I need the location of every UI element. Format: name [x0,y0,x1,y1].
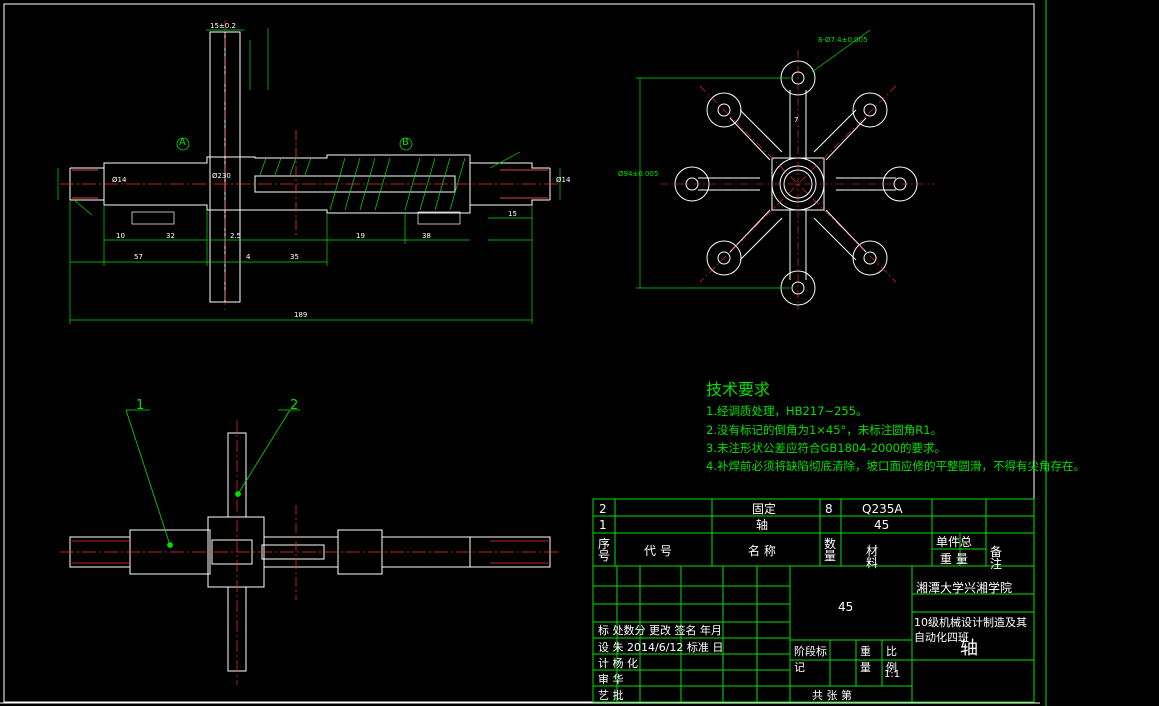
dim-pcd: Ø94±0.005 [618,170,659,178]
dim-57: 57 [134,253,143,261]
dim-15: 15 [508,210,517,218]
dim-35: 35 [290,253,299,261]
dim-38: 38 [422,232,431,240]
tb-class: 10级机械设计制造及其自动化四班 [914,616,1027,644]
dim-dia-14-right: Ø14 [556,176,571,184]
title-block [592,498,1035,703]
requirement-4: 4.补焊前必须将缺陷彻底清除，坡口面应修的平整圆滑，不得有尖角存在。 [706,459,1085,473]
tb-craft-row: 艺 批 [598,689,624,702]
tb-rev-headers: 标 处数分 更改 签名 年月 [598,624,722,637]
tb-drawing-name: 轴 [960,638,978,659]
header-weight: 重 量 [940,552,968,566]
header-remark: 备注 [990,545,1003,571]
header-seq: 序号 [598,537,611,563]
tb-material: 45 [838,600,854,614]
part1-name: 轴 [756,518,769,532]
part2-number: 2 [599,502,607,516]
dim-dia-230: Ø230 [212,172,231,180]
balloon-1: 1 [136,398,145,413]
section-b-marker: B [402,137,409,148]
part2-name: 固定 [752,502,777,516]
header-code: 代 号 [644,544,672,558]
requirement-3: 3.未注形状公差应符合GB1804-2000的要求。 [706,441,946,455]
tb-scale-label: 比例 [886,645,897,674]
flange-top-view [674,60,918,306]
requirement-1: 1.经调质处理，HB217~255。 [706,404,868,418]
header-material: 材料 [866,544,879,570]
tb-school: 湘潭大学兴湘学院 [916,581,1013,595]
tb-check-row: 计 杨 化 [598,657,638,670]
dim-dia-14-left: Ø14 [112,176,127,184]
dim-top: 15±0.2 [210,22,236,30]
part1-number: 1 [599,518,607,532]
tech-requirements-title: 技术要求 [706,380,771,399]
header-qty: 数量 [824,537,837,563]
dim-holes: 8-Ø7.4±0.005 [818,36,868,44]
part2-qty: 8 [825,502,833,516]
tb-stage-label: 阶段标记 [794,645,827,674]
part1-material: 45 [874,518,890,532]
dim-4: 4 [246,253,251,261]
dim-19: 19 [356,232,365,240]
dim-key: 7 [794,116,799,124]
balloon-2: 2 [290,398,299,413]
header-unit-total: 单件总 [936,535,973,549]
tb-weight-label: 重 量 [860,645,871,674]
tb-sheet-label: 共 张 第 [812,689,852,702]
tb-scale-value: 1:1 [884,669,901,680]
dim-total: 189 [294,311,308,319]
part2-material: Q235A [862,502,903,516]
tb-design-row: 设 朱 2014/6/12 标准 日 [598,641,724,654]
dimension-lines [57,28,561,324]
tb-review-row: 审 华 [598,673,624,686]
header-name: 名 称 [748,544,776,558]
requirement-2: 2.没有标记的倒角为1×45°，未标注圆角R1。 [706,423,943,437]
dim-32: 32 [166,232,175,240]
dim-10: 10 [116,232,125,240]
section-a-marker: A [179,137,186,148]
shaft-main-view [69,31,551,303]
dim-2-5: 2.5 [230,232,242,240]
